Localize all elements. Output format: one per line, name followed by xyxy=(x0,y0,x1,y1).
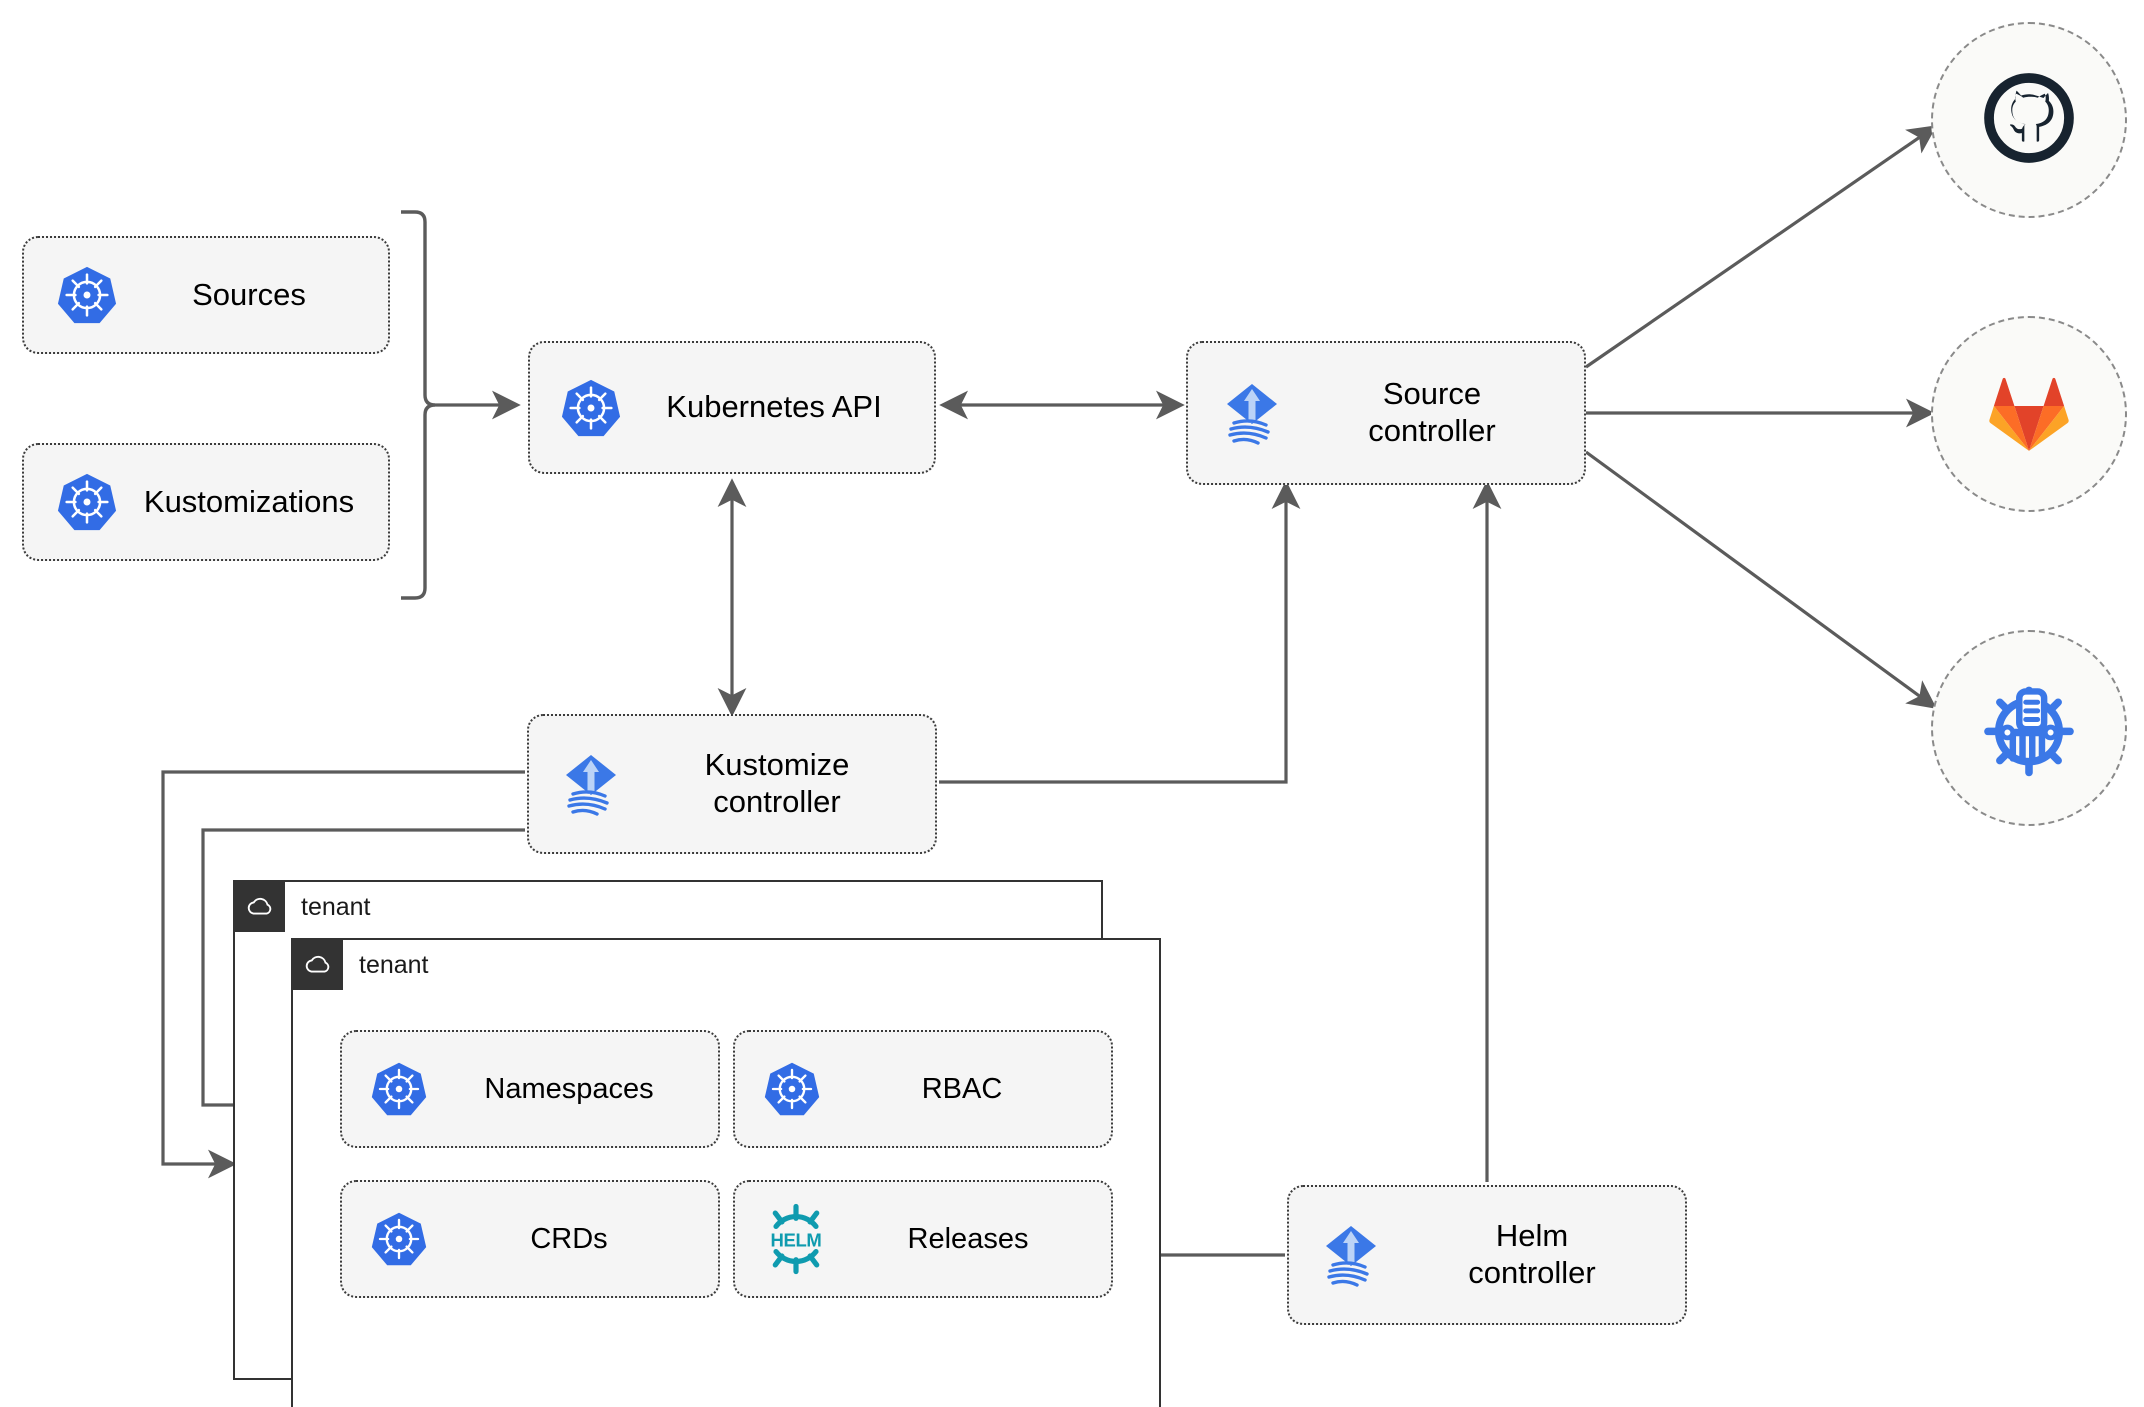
github-icon xyxy=(1975,64,2083,177)
node-kubernetes-api-label: Kubernetes API xyxy=(666,389,882,425)
node-releases-label: Releases xyxy=(907,1222,1029,1255)
provider-helm-repository[interactable] xyxy=(1931,630,2127,826)
flux-icon xyxy=(1216,377,1288,449)
kubernetes-icon xyxy=(56,264,118,326)
tenant-label-1: tenant xyxy=(301,892,371,921)
edge-kustomizecontroller-sourcecontroller xyxy=(939,480,1301,784)
kubernetes-icon xyxy=(560,377,622,439)
tenant-tab-1: tenant xyxy=(235,882,705,932)
node-namespaces[interactable]: Namespaces xyxy=(340,1030,720,1148)
node-sources[interactable]: Sources xyxy=(22,236,390,354)
tenant-label-2: tenant xyxy=(359,950,429,979)
node-namespaces-label: Namespaces xyxy=(484,1072,654,1105)
edge-sourcecontroller-helmrepo xyxy=(1585,450,1937,709)
cloud-icon xyxy=(235,882,285,932)
flux-icon xyxy=(1315,1219,1387,1291)
node-source-controller-label: Source controller xyxy=(1368,376,1496,448)
flux-icon xyxy=(555,748,627,820)
node-source-controller[interactable]: Source controller xyxy=(1186,341,1586,485)
node-kubernetes-api[interactable]: Kubernetes API xyxy=(528,341,936,474)
kubernetes-icon xyxy=(763,1060,821,1118)
node-crds[interactable]: CRDs xyxy=(340,1180,720,1298)
node-sources-label: Sources xyxy=(192,276,306,312)
gitlab-icon xyxy=(1975,358,2083,471)
node-helm-controller-label: Helm controller xyxy=(1468,1218,1596,1290)
tenant-box-2[interactable]: tenant xyxy=(291,938,1161,1407)
kubernetes-icon xyxy=(56,471,118,533)
tenant-tab-2: tenant xyxy=(293,940,763,990)
cloud-icon xyxy=(293,940,343,990)
kubernetes-icon xyxy=(370,1210,428,1268)
edge-resources-brace xyxy=(401,210,436,600)
helm-icon: HELM xyxy=(759,1202,833,1276)
node-releases[interactable]: HELM Releases xyxy=(733,1180,1113,1298)
helm-repository-icon xyxy=(1975,672,2083,785)
node-kustomizations-label: Kustomizations xyxy=(143,483,355,519)
provider-gitlab[interactable] xyxy=(1931,316,2127,512)
node-kustomizations[interactable]: Kustomizations xyxy=(22,443,390,561)
node-kustomize-controller-label: Kustomize controller xyxy=(704,747,850,819)
edge-sourcecontroller-github xyxy=(1585,125,1937,369)
provider-github[interactable] xyxy=(1931,22,2127,218)
node-rbac-label: RBAC xyxy=(921,1072,1003,1105)
kubernetes-icon xyxy=(370,1060,428,1118)
node-kustomize-controller[interactable]: Kustomize controller xyxy=(527,714,937,854)
node-crds-label: CRDs xyxy=(530,1222,608,1255)
svg-text:HELM: HELM xyxy=(771,1229,822,1250)
node-helm-controller[interactable]: Helm controller xyxy=(1287,1185,1687,1325)
node-rbac[interactable]: RBAC xyxy=(733,1030,1113,1148)
